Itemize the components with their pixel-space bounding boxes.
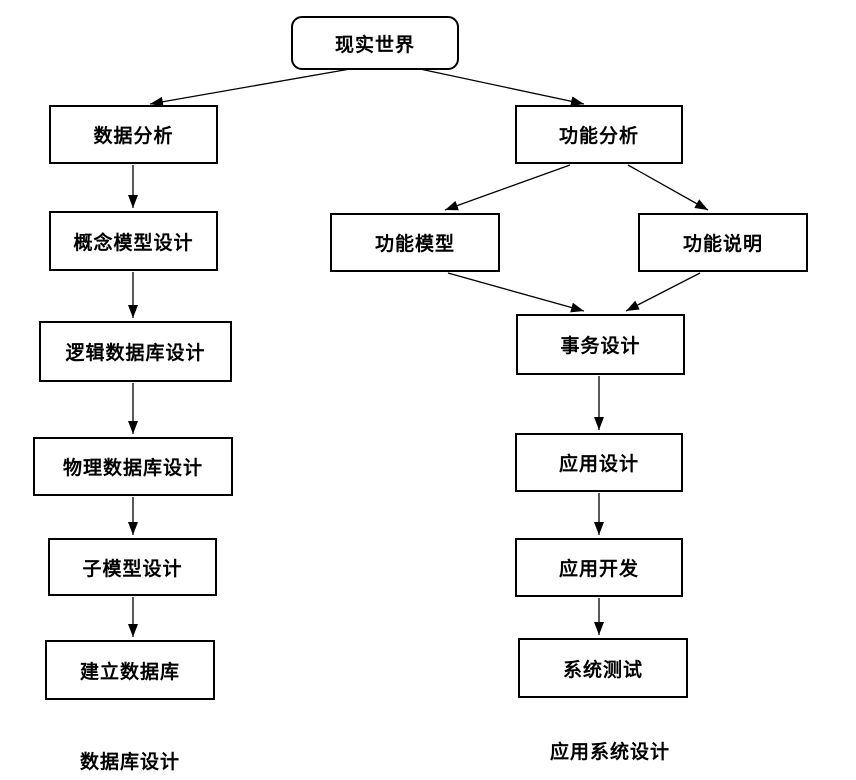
node-transaction-design: 事务设计 bbox=[516, 314, 685, 375]
node-concept-model-design: 概念模型设计 bbox=[49, 211, 218, 271]
arrow-realworld-to-data-analysis bbox=[149, 68, 351, 107]
arrow-function-model-to-transaction bbox=[447, 272, 585, 313]
section-label-database-design: 数据库设计 bbox=[80, 752, 181, 773]
node-application-design: 应用设计 bbox=[515, 433, 683, 492]
node-submodel-design: 子模型设计 bbox=[48, 538, 217, 596]
node-application-development: 应用开发 bbox=[515, 538, 683, 597]
node-function-model: 功能模型 bbox=[330, 213, 500, 272]
node-physical-db-design: 物理数据库设计 bbox=[33, 437, 233, 496]
arrow-function-analysis-to-function-desc bbox=[627, 164, 709, 211]
node-data-analysis: 数据分析 bbox=[49, 105, 218, 164]
node-logical-db-design: 逻辑数据库设计 bbox=[39, 321, 232, 382]
node-function-description: 功能说明 bbox=[638, 213, 808, 272]
node-function-analysis: 功能分析 bbox=[515, 105, 683, 164]
arrow-realworld-to-function-analysis bbox=[419, 68, 585, 107]
section-label-application-system-design: 应用系统设计 bbox=[550, 742, 671, 763]
node-system-test: 系统测试 bbox=[518, 638, 688, 698]
arrow-function-analysis-to-function-model bbox=[444, 164, 571, 211]
node-build-database: 建立数据库 bbox=[45, 640, 215, 700]
arrow-function-desc-to-transaction bbox=[625, 272, 701, 312]
node-real-world: 现实世界 bbox=[291, 16, 459, 70]
